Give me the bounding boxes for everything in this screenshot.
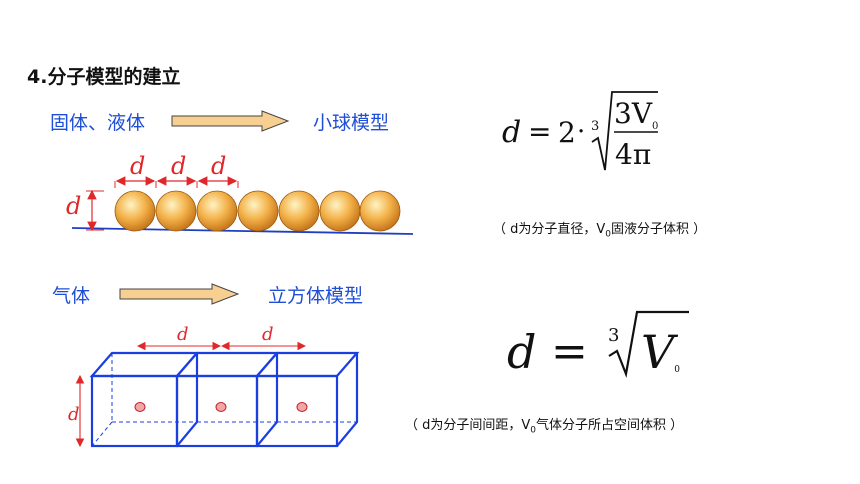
ball (237, 190, 279, 232)
root-index: 3 (591, 119, 599, 134)
height-d-label: d (66, 192, 81, 220)
ball (359, 190, 401, 232)
formula2-note: （ d为分子间间距，V0气体分子所占空间体积 ） (405, 418, 684, 436)
cube (174, 351, 280, 448)
arrow-right-icon (119, 283, 240, 305)
solid-liquid-label: 固体、液体 (50, 112, 146, 134)
ground-line (71, 227, 414, 235)
cube (89, 351, 200, 448)
width-d-label: d (262, 324, 274, 345)
formula-lhs: d (507, 325, 536, 379)
molecule-dot (296, 402, 308, 412)
ball (319, 190, 361, 232)
denominator: 4π (615, 138, 651, 171)
width-d-label: d (171, 152, 186, 180)
cube-model-diagram: d d d (68, 324, 360, 448)
cube (254, 351, 360, 448)
ball (155, 190, 197, 232)
molecule-dot (215, 402, 227, 412)
width-d-label: d (130, 152, 145, 180)
formula1-note: （ d为分子直径，V0固液分子体积 ） (493, 222, 707, 240)
numerator: 3V0 (614, 97, 658, 132)
cube-spacing-formula: d = 3 V0 (507, 310, 689, 379)
cube-model-label: 立方体模型 (268, 285, 364, 307)
ball (278, 190, 320, 232)
molecule-dot (134, 402, 146, 412)
root-index: 3 (608, 325, 619, 346)
width-d-label: d (211, 152, 226, 180)
sphere-diameter-formula: d = 2 · 3 3V0 4π (502, 91, 658, 171)
ball-model-diagram: d d d d (66, 152, 414, 235)
height-d-label: d (68, 404, 80, 425)
ball (114, 190, 156, 232)
formula-dot: · (577, 117, 585, 147)
width-d-label: d (177, 324, 189, 345)
formula-coef: 2 (558, 116, 576, 149)
section-title: 4.分子模型的建立 (27, 66, 181, 88)
gas-label: 气体 (52, 285, 91, 307)
radical-sign (608, 310, 689, 379)
formula-eq: = (528, 115, 551, 148)
formula-lhs: d (502, 115, 521, 150)
radical-sign (591, 91, 658, 171)
arrow-right-icon (171, 110, 290, 132)
formula-eq: = (551, 326, 588, 377)
radicand: V0 (641, 325, 680, 379)
ball-model-label: 小球模型 (313, 112, 390, 134)
ball (196, 190, 238, 232)
